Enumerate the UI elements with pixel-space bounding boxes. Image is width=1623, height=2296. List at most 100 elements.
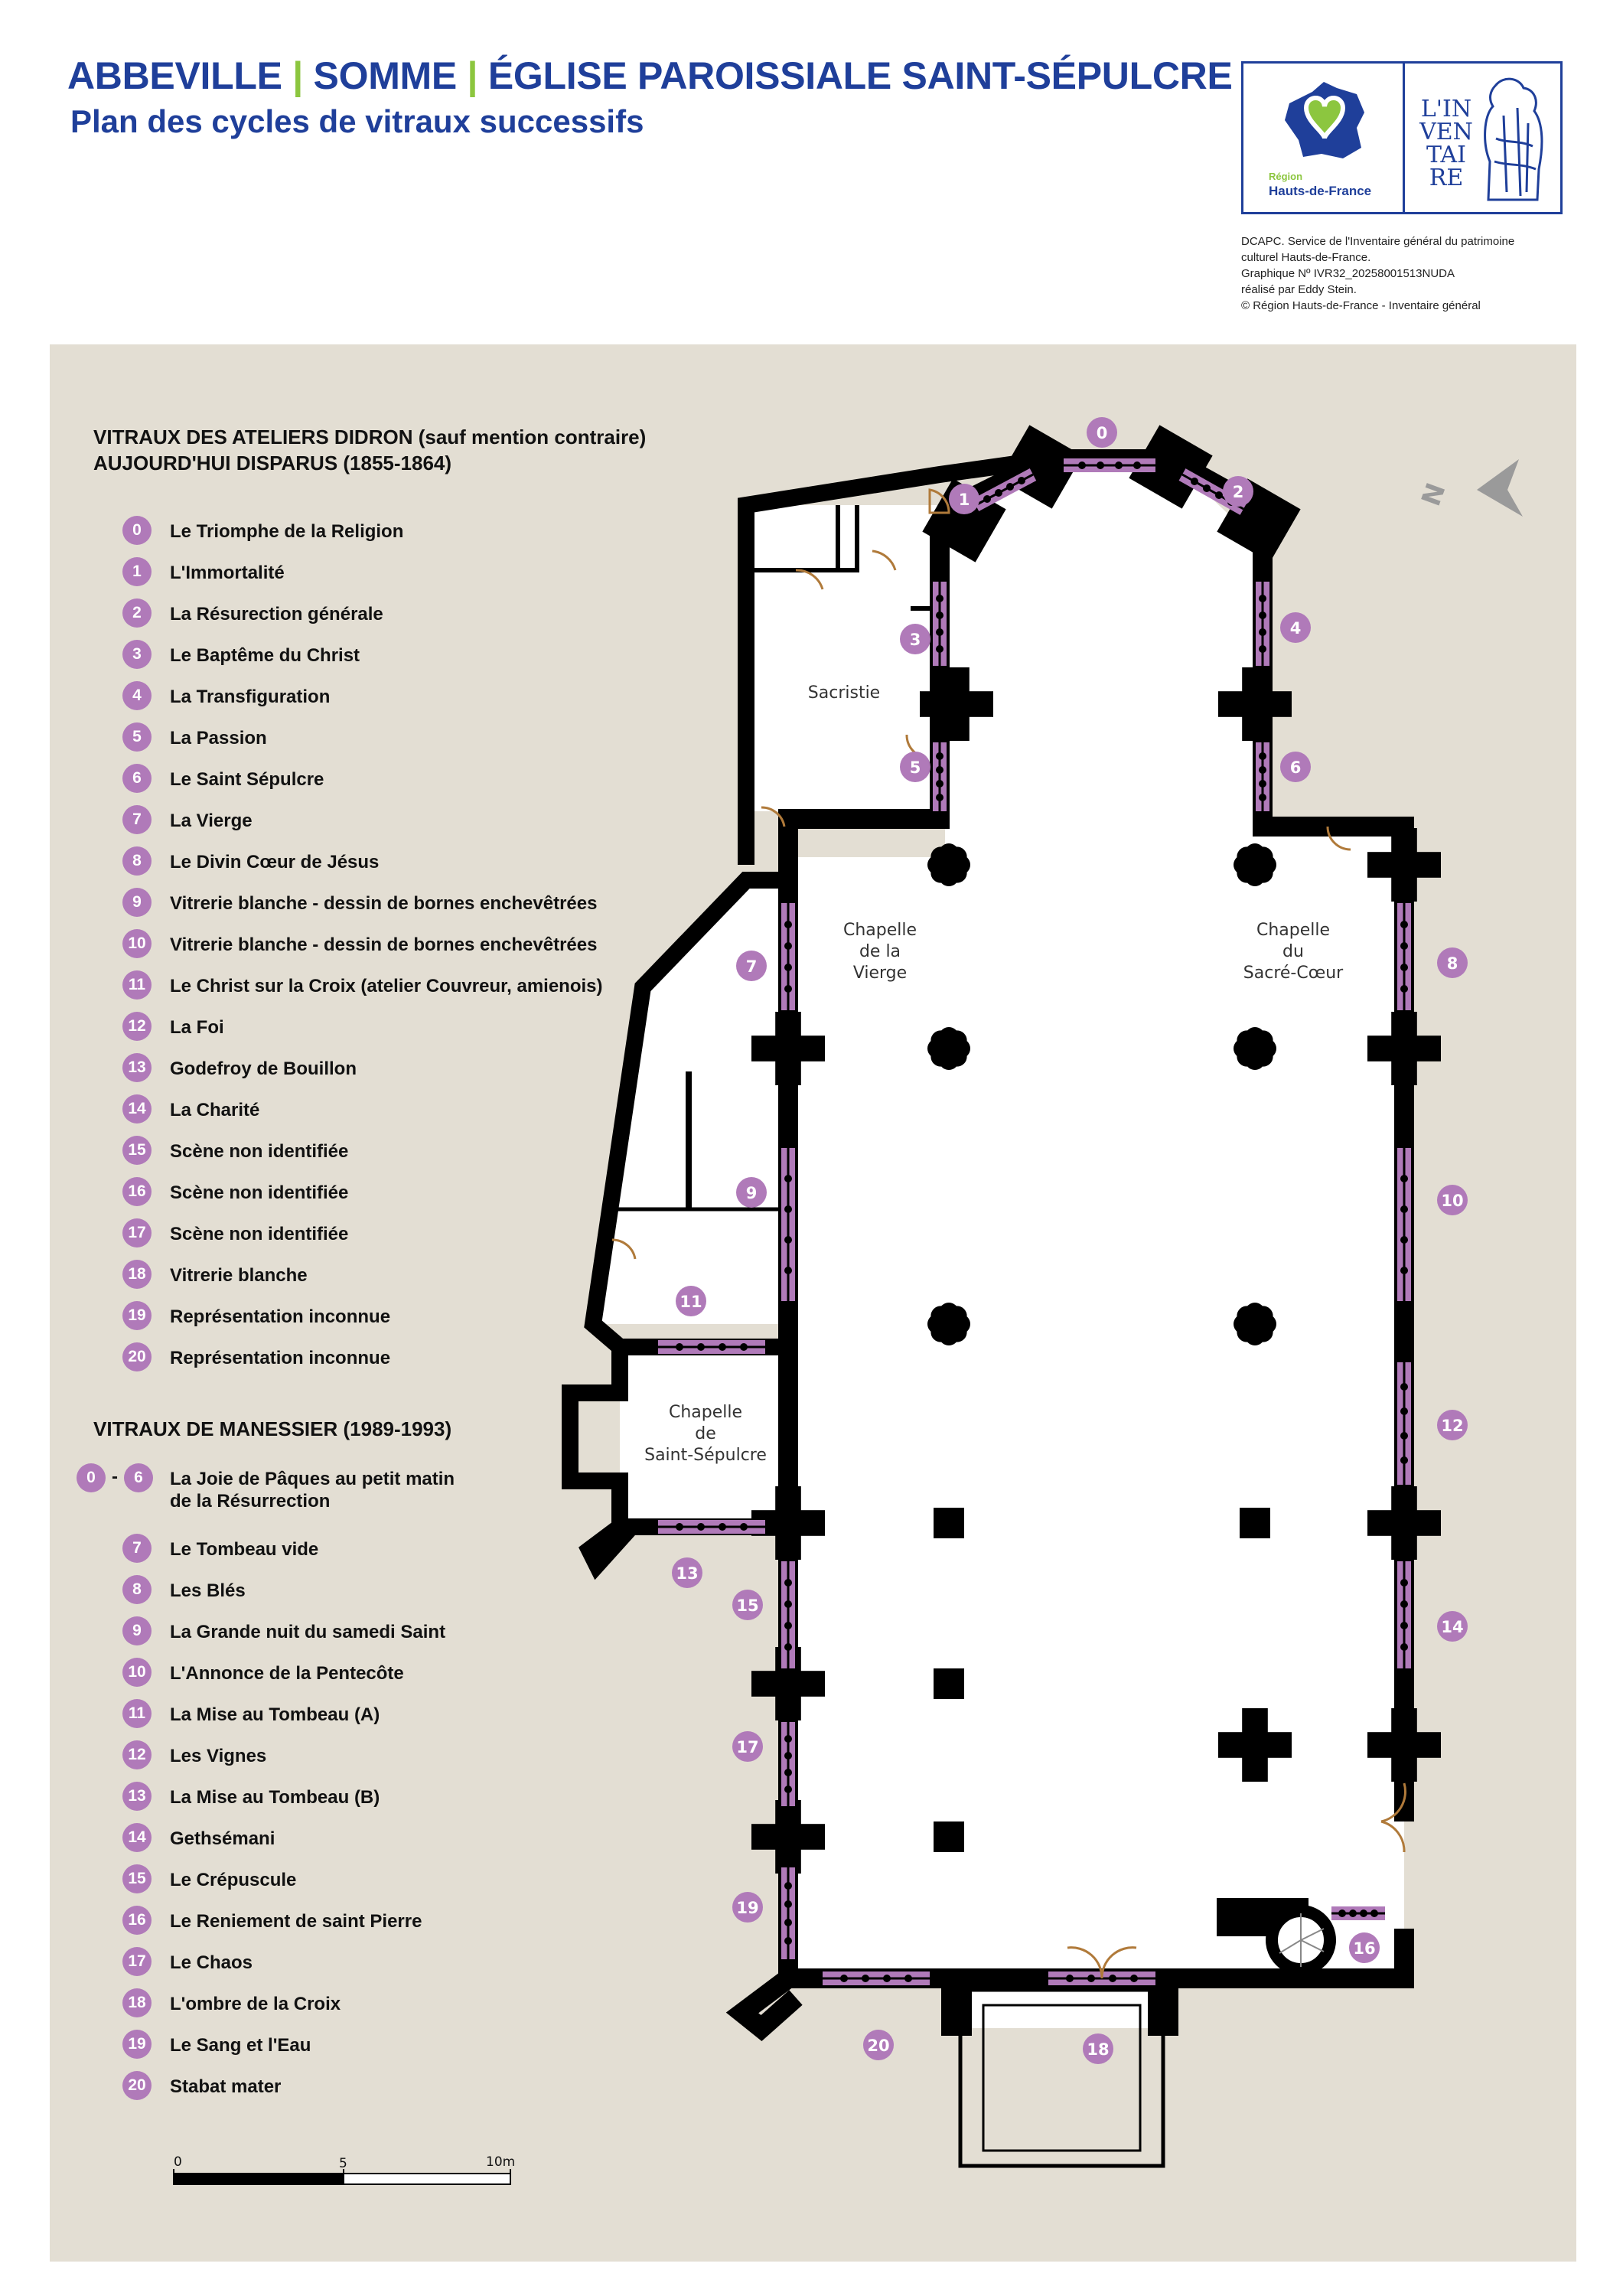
window-number-badge xyxy=(900,752,930,782)
window-mullion xyxy=(784,1900,792,1908)
window-badge: 18 xyxy=(122,1988,152,2017)
window-number: 10 xyxy=(1441,1192,1463,1210)
window-number-badge xyxy=(1083,2033,1113,2064)
window-number: 14 xyxy=(1441,1618,1463,1636)
window-mullion xyxy=(904,1975,912,1982)
window-mullion xyxy=(676,1343,683,1351)
legend-item-label: La Charité xyxy=(170,1100,260,1120)
legend-item-label: La Grande nuit du samedi Saint xyxy=(170,1622,446,1642)
credits-line: DCAPC. Service de l'Inventaire général d… xyxy=(1241,235,1515,248)
window-mullion xyxy=(784,1579,792,1587)
window-number: 0 xyxy=(1097,424,1108,442)
window-mullion xyxy=(1400,1432,1408,1440)
window-mullion xyxy=(1338,1910,1346,1917)
window-mullion xyxy=(1259,780,1266,788)
window-mullion xyxy=(1400,1643,1408,1651)
credits-line: Graphique Nº IVR32_20258001513NUDA xyxy=(1241,267,1455,280)
window-badge: 19 xyxy=(122,2030,152,2059)
window-mullion xyxy=(784,964,792,971)
legend-item-label: La Foi xyxy=(170,1017,224,1038)
window-mullion xyxy=(1191,478,1198,485)
buttress xyxy=(1148,1982,1178,2036)
window-mullion xyxy=(784,1752,792,1760)
window-badge: 2 xyxy=(122,598,152,628)
north-arrow-icon: N xyxy=(1416,459,1523,517)
window-number-badge xyxy=(1437,1410,1468,1440)
window-mullion xyxy=(1133,461,1141,469)
window-badge: 10 xyxy=(122,1658,152,1687)
logo-region-name: Hauts-de-France xyxy=(1269,184,1372,198)
label-chapelle-sacre-coeur: du xyxy=(1282,942,1304,961)
window-badge: 14 xyxy=(122,1823,152,1852)
range-dash: - xyxy=(112,1466,118,1487)
window-number: 3 xyxy=(910,631,921,649)
window-number: 13 xyxy=(676,1564,698,1583)
window-mullion xyxy=(1400,1205,1408,1213)
legend-item-label: Le Triomphe de la Religion xyxy=(170,521,404,542)
window-mullion xyxy=(784,1643,792,1651)
window-mullion xyxy=(983,495,991,503)
window-mullion xyxy=(784,1786,792,1793)
window-mullion xyxy=(1400,1407,1408,1415)
legend-item-label: Représentation inconnue xyxy=(170,1348,391,1368)
legend-item-label: Vitrerie blanche xyxy=(170,1265,308,1286)
page-subtitle: Plan des cycles de vitraux successifs xyxy=(70,103,644,139)
window-badge: 3 xyxy=(122,640,152,669)
window-number: 8 xyxy=(1447,954,1458,973)
title-church: ÉGLISE PAROISSIALE SAINT-SÉPULCRE xyxy=(487,54,1233,97)
window-number-badge xyxy=(1437,947,1468,978)
window-number-badge xyxy=(736,1177,767,1208)
legend-manessier-heading: VITRAUX DE MANESSIER (1989-1993) xyxy=(93,1417,452,1440)
legend-item-label: Les Blés xyxy=(170,1580,246,1601)
title-separator-2: | xyxy=(467,54,478,97)
window-mullion xyxy=(1259,766,1266,774)
window-number-badge xyxy=(736,951,767,981)
window-mullion xyxy=(1259,645,1266,653)
pier xyxy=(1391,1486,1417,1560)
window-number: 19 xyxy=(736,1899,758,1917)
window-mullion xyxy=(1087,1975,1095,1982)
legend-item-label: Gethsémani xyxy=(170,1828,275,1849)
legend-item-label: L'Immortalité xyxy=(170,563,285,583)
logo-inventaire: L'IN VEN TAI RE xyxy=(1416,98,1477,190)
pier xyxy=(935,1035,963,1062)
window-badge: 13 xyxy=(122,1782,152,1811)
institution-logo: Région Hauts-de-France L'IN VEN TAI RE xyxy=(1241,61,1563,214)
scale-tick-0: 0 xyxy=(174,2154,182,2170)
window-mullion xyxy=(1259,628,1266,636)
title-department: SOMME xyxy=(313,54,458,97)
legend-item-label: Les Vignes xyxy=(170,1746,267,1766)
title-separator: | xyxy=(292,54,303,97)
window-mullion xyxy=(1115,461,1123,469)
legend-item-label: Scène non identifiée xyxy=(170,1224,349,1244)
window-number-badge xyxy=(1223,476,1253,507)
window-number: 20 xyxy=(867,2037,889,2055)
window-badge: 9 xyxy=(122,888,152,917)
pier xyxy=(935,1310,963,1338)
pier xyxy=(775,1012,801,1085)
pier xyxy=(1240,1508,1270,1538)
window-number: 4 xyxy=(1290,619,1302,638)
legend-didron-heading: VITRAUX DES ATELIERS DIDRON (sauf mentio… xyxy=(93,426,646,449)
window-mullion xyxy=(1360,1910,1367,1917)
window-badge: 4 xyxy=(122,681,152,710)
statue-group-icon xyxy=(1484,77,1543,201)
pier xyxy=(943,667,970,741)
window-number: 18 xyxy=(1087,2040,1109,2059)
window-mullion xyxy=(784,1735,792,1743)
window-badge: 5 xyxy=(122,722,152,752)
window-mullion xyxy=(936,752,943,760)
title-town: ABBEVILLE xyxy=(67,54,282,97)
window-mullion xyxy=(719,1523,726,1531)
window-mullion xyxy=(719,1343,726,1351)
window-mullion xyxy=(936,794,943,801)
pier xyxy=(1241,851,1269,879)
room-labels: Sacristie Chapelle de la Vierge Chapelle… xyxy=(644,683,1344,1465)
window-number-badge xyxy=(863,2030,894,2060)
window-mullion xyxy=(784,1919,792,1926)
window-number: 12 xyxy=(1441,1417,1463,1435)
buttress xyxy=(1129,425,1213,509)
window-number: 9 xyxy=(746,1184,758,1202)
legend-item-label-line: La Joie de Pâques au petit matin xyxy=(170,1469,455,1489)
window-mullion xyxy=(1006,483,1014,491)
